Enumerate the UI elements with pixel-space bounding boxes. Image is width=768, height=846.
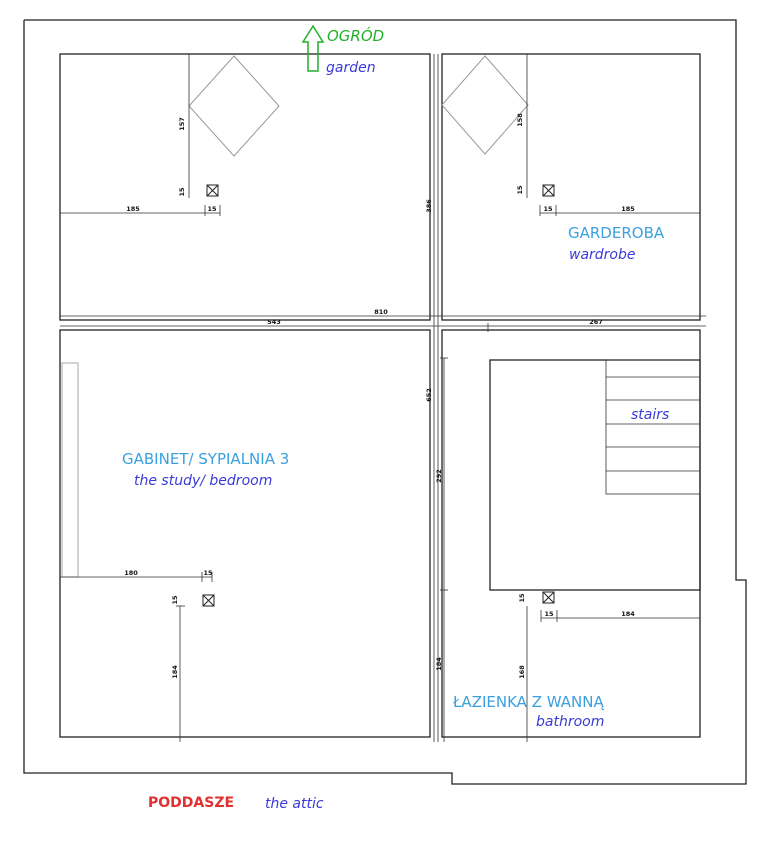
- dim-184-mid: 184: [435, 657, 443, 671]
- dim-184-br: 184: [621, 610, 635, 618]
- stairs-label: stairs: [631, 407, 669, 423]
- dim-652: 652: [425, 388, 433, 402]
- outlet-icon: [542, 591, 555, 604]
- skylight-left: [188, 55, 280, 157]
- dim-184-bl: 184: [171, 665, 179, 679]
- dim-15-tl-h: 15: [207, 205, 217, 213]
- dim-157: 157: [178, 117, 186, 131]
- dim-158-tr: 158: [516, 113, 524, 127]
- dim-15-bl-v: 15: [171, 595, 179, 605]
- dim-185-left: 185: [126, 205, 140, 213]
- garden-label-en: garden: [326, 60, 376, 76]
- outer-envelope: [23, 19, 747, 785]
- window-strip: [61, 362, 79, 578]
- attic-label-pl: PODDASZE: [148, 795, 234, 811]
- dim-15-br-v: 15: [518, 593, 526, 603]
- bathroom-label-pl: ŁAZIENKA Z WANNĄ: [452, 693, 604, 711]
- dim-185-right: 185: [621, 205, 635, 213]
- dim-168-br: 168: [518, 665, 526, 679]
- dim-15-tr: 15: [516, 185, 524, 195]
- dim-386: 386: [425, 199, 433, 213]
- wardrobe-label-pl: GARDEROBA: [568, 224, 665, 242]
- dim-267: 267: [589, 318, 603, 326]
- stairs: [489, 359, 701, 591]
- room-study: [59, 329, 431, 738]
- dim-292: 292: [435, 469, 443, 483]
- study-label-pl: GABINET/ SYPIALNIA 3: [122, 450, 289, 468]
- outlet-icon: [206, 184, 219, 197]
- room-top-right: [441, 53, 701, 321]
- dim-180: 180: [124, 569, 138, 577]
- dim-15-tl: 15: [178, 187, 186, 197]
- dim-15-bl: 15: [203, 569, 213, 577]
- skylight-right: [441, 55, 529, 155]
- dim-15-tr-h: 15: [543, 205, 553, 213]
- study-label-en: the study/ bedroom: [134, 473, 272, 489]
- outlet-icon: [542, 184, 555, 197]
- room-top-left: [59, 53, 431, 321]
- dimension-lines: [60, 54, 706, 742]
- bathroom-label-en: bathroom: [536, 714, 604, 730]
- wardrobe-label-en: wardrobe: [569, 247, 636, 263]
- dim-15-br: 15: [544, 610, 554, 618]
- garden-label-pl: OGRÓD: [327, 26, 384, 45]
- dim-810: 810: [374, 308, 388, 316]
- dim-543: 543: [267, 318, 281, 326]
- outlet-icon: [202, 594, 215, 607]
- arrow-up-icon: [301, 24, 325, 72]
- attic-label-en: the attic: [265, 796, 324, 812]
- room-bathroom-area: [441, 329, 701, 738]
